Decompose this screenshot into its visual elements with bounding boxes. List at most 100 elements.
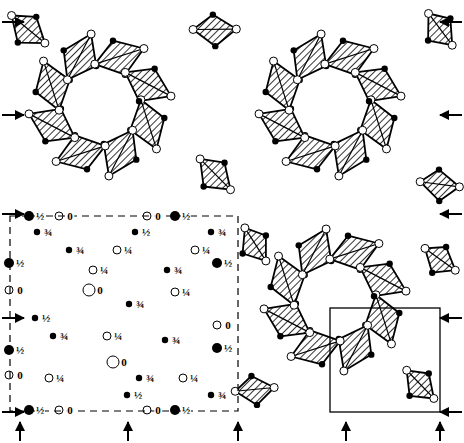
polyhedron-edge: [279, 256, 295, 305]
polyhedron-edge: [371, 100, 387, 149]
atom-dot: [406, 393, 412, 399]
atom-dot: [430, 394, 438, 402]
atom-dot: [101, 142, 109, 150]
atom-dot: [25, 110, 33, 118]
atom-dot: [208, 229, 214, 235]
atom-dot: [161, 115, 167, 121]
atom-dot: [50, 333, 56, 339]
atom-dot: [301, 134, 309, 142]
atom-dot: [55, 406, 63, 414]
polyhedron: [264, 304, 310, 337]
polyhedron: [125, 69, 171, 102]
polyhedron: [29, 109, 75, 142]
atom-dot: [5, 371, 13, 379]
atom-dot: [83, 284, 95, 296]
atom-dot: [196, 155, 204, 163]
atom-dot: [391, 115, 397, 121]
polyhedron: [407, 370, 434, 398]
atom-dot: [255, 110, 263, 118]
atom-dot: [403, 366, 411, 374]
atom-dot: [33, 14, 39, 20]
atom-dot: [254, 402, 260, 408]
atom-dot: [248, 373, 254, 379]
atom-dot: [140, 45, 148, 53]
atom-dot: [436, 198, 442, 204]
atom-dot: [33, 89, 39, 95]
atom-dot: [270, 384, 278, 392]
atom-dot: [363, 156, 369, 162]
fractional-coordinate: ½: [181, 211, 191, 222]
polyhedron: [95, 41, 144, 75]
atom-dot: [133, 156, 139, 162]
atom-dot: [364, 321, 372, 329]
fractional-coordinate: ½: [181, 405, 191, 416]
fractional-coordinate: ¼: [201, 245, 211, 256]
atom-dot: [91, 60, 99, 68]
atom-dot: [105, 172, 113, 180]
polyhedron-edge: [141, 100, 157, 149]
atom-dot: [179, 374, 187, 382]
polyhedron: [243, 228, 266, 261]
fractional-coordinate: ½: [223, 343, 233, 354]
atom-dot: [212, 343, 222, 353]
atom-dot: [282, 157, 290, 165]
atom-dot: [382, 145, 390, 153]
fractional-coordinate: ½: [35, 405, 45, 416]
atom-dot: [381, 66, 387, 72]
atom-dot: [126, 301, 132, 307]
atom-dot: [426, 370, 432, 376]
polyhedron: [360, 264, 406, 297]
fractional-coordinate: 0: [66, 405, 74, 416]
polyhedron: [104, 130, 137, 176]
atom-dots: [4, 9, 463, 415]
atom-dot: [368, 351, 374, 357]
atom-dot: [124, 392, 130, 398]
polyhedron-edge: [274, 61, 290, 110]
polyhedron: [200, 159, 230, 190]
atom-dot: [232, 25, 240, 33]
polyhedron: [193, 15, 236, 47]
atom-dot: [143, 406, 151, 414]
polyhedron: [259, 109, 305, 142]
atom-dot: [429, 270, 435, 276]
atom-dot: [212, 258, 222, 268]
polyhedron-edge: [12, 15, 45, 43]
atom-dot: [52, 157, 60, 165]
atom-dot: [171, 288, 179, 296]
polyhedron-edge: [291, 341, 340, 357]
atom-dot: [396, 310, 402, 316]
polyhedron-edge: [193, 29, 236, 31]
atom-dot: [15, 39, 21, 45]
atom-dot: [340, 367, 348, 375]
fractional-coordinate: 0: [120, 357, 128, 368]
atom-dot: [425, 9, 433, 17]
atom-dot: [287, 352, 295, 360]
fractional-coordinate: ¾: [145, 373, 155, 384]
atom-dot: [4, 258, 14, 268]
fractional-coordinate: 0: [224, 320, 232, 331]
fractional-coordinate: ¾: [135, 299, 145, 310]
unit-cell-solid: [330, 308, 440, 412]
atom-dot: [107, 356, 119, 368]
atom-dot: [132, 229, 138, 235]
atom-dot: [34, 229, 40, 235]
polyhedron: [56, 135, 105, 169]
atom-dot: [89, 266, 97, 274]
atom-dot: [455, 183, 463, 191]
atom-dot: [55, 106, 63, 114]
atom-dot: [370, 45, 378, 53]
atom-dot: [103, 332, 111, 340]
atom-dot: [40, 57, 48, 65]
polyhedron: [235, 376, 274, 405]
polyhedron-edge: [425, 248, 455, 270]
polyhedron-edge: [325, 49, 374, 65]
fractional-coordinate: 0: [96, 285, 104, 296]
atom-dot: [263, 232, 269, 238]
polyhedron-edge: [339, 130, 363, 176]
atom-dot: [448, 41, 456, 49]
atom-dot: [151, 66, 157, 72]
atom-dot: [272, 138, 278, 144]
atom-dot: [227, 186, 235, 194]
atom-dot: [375, 240, 383, 248]
